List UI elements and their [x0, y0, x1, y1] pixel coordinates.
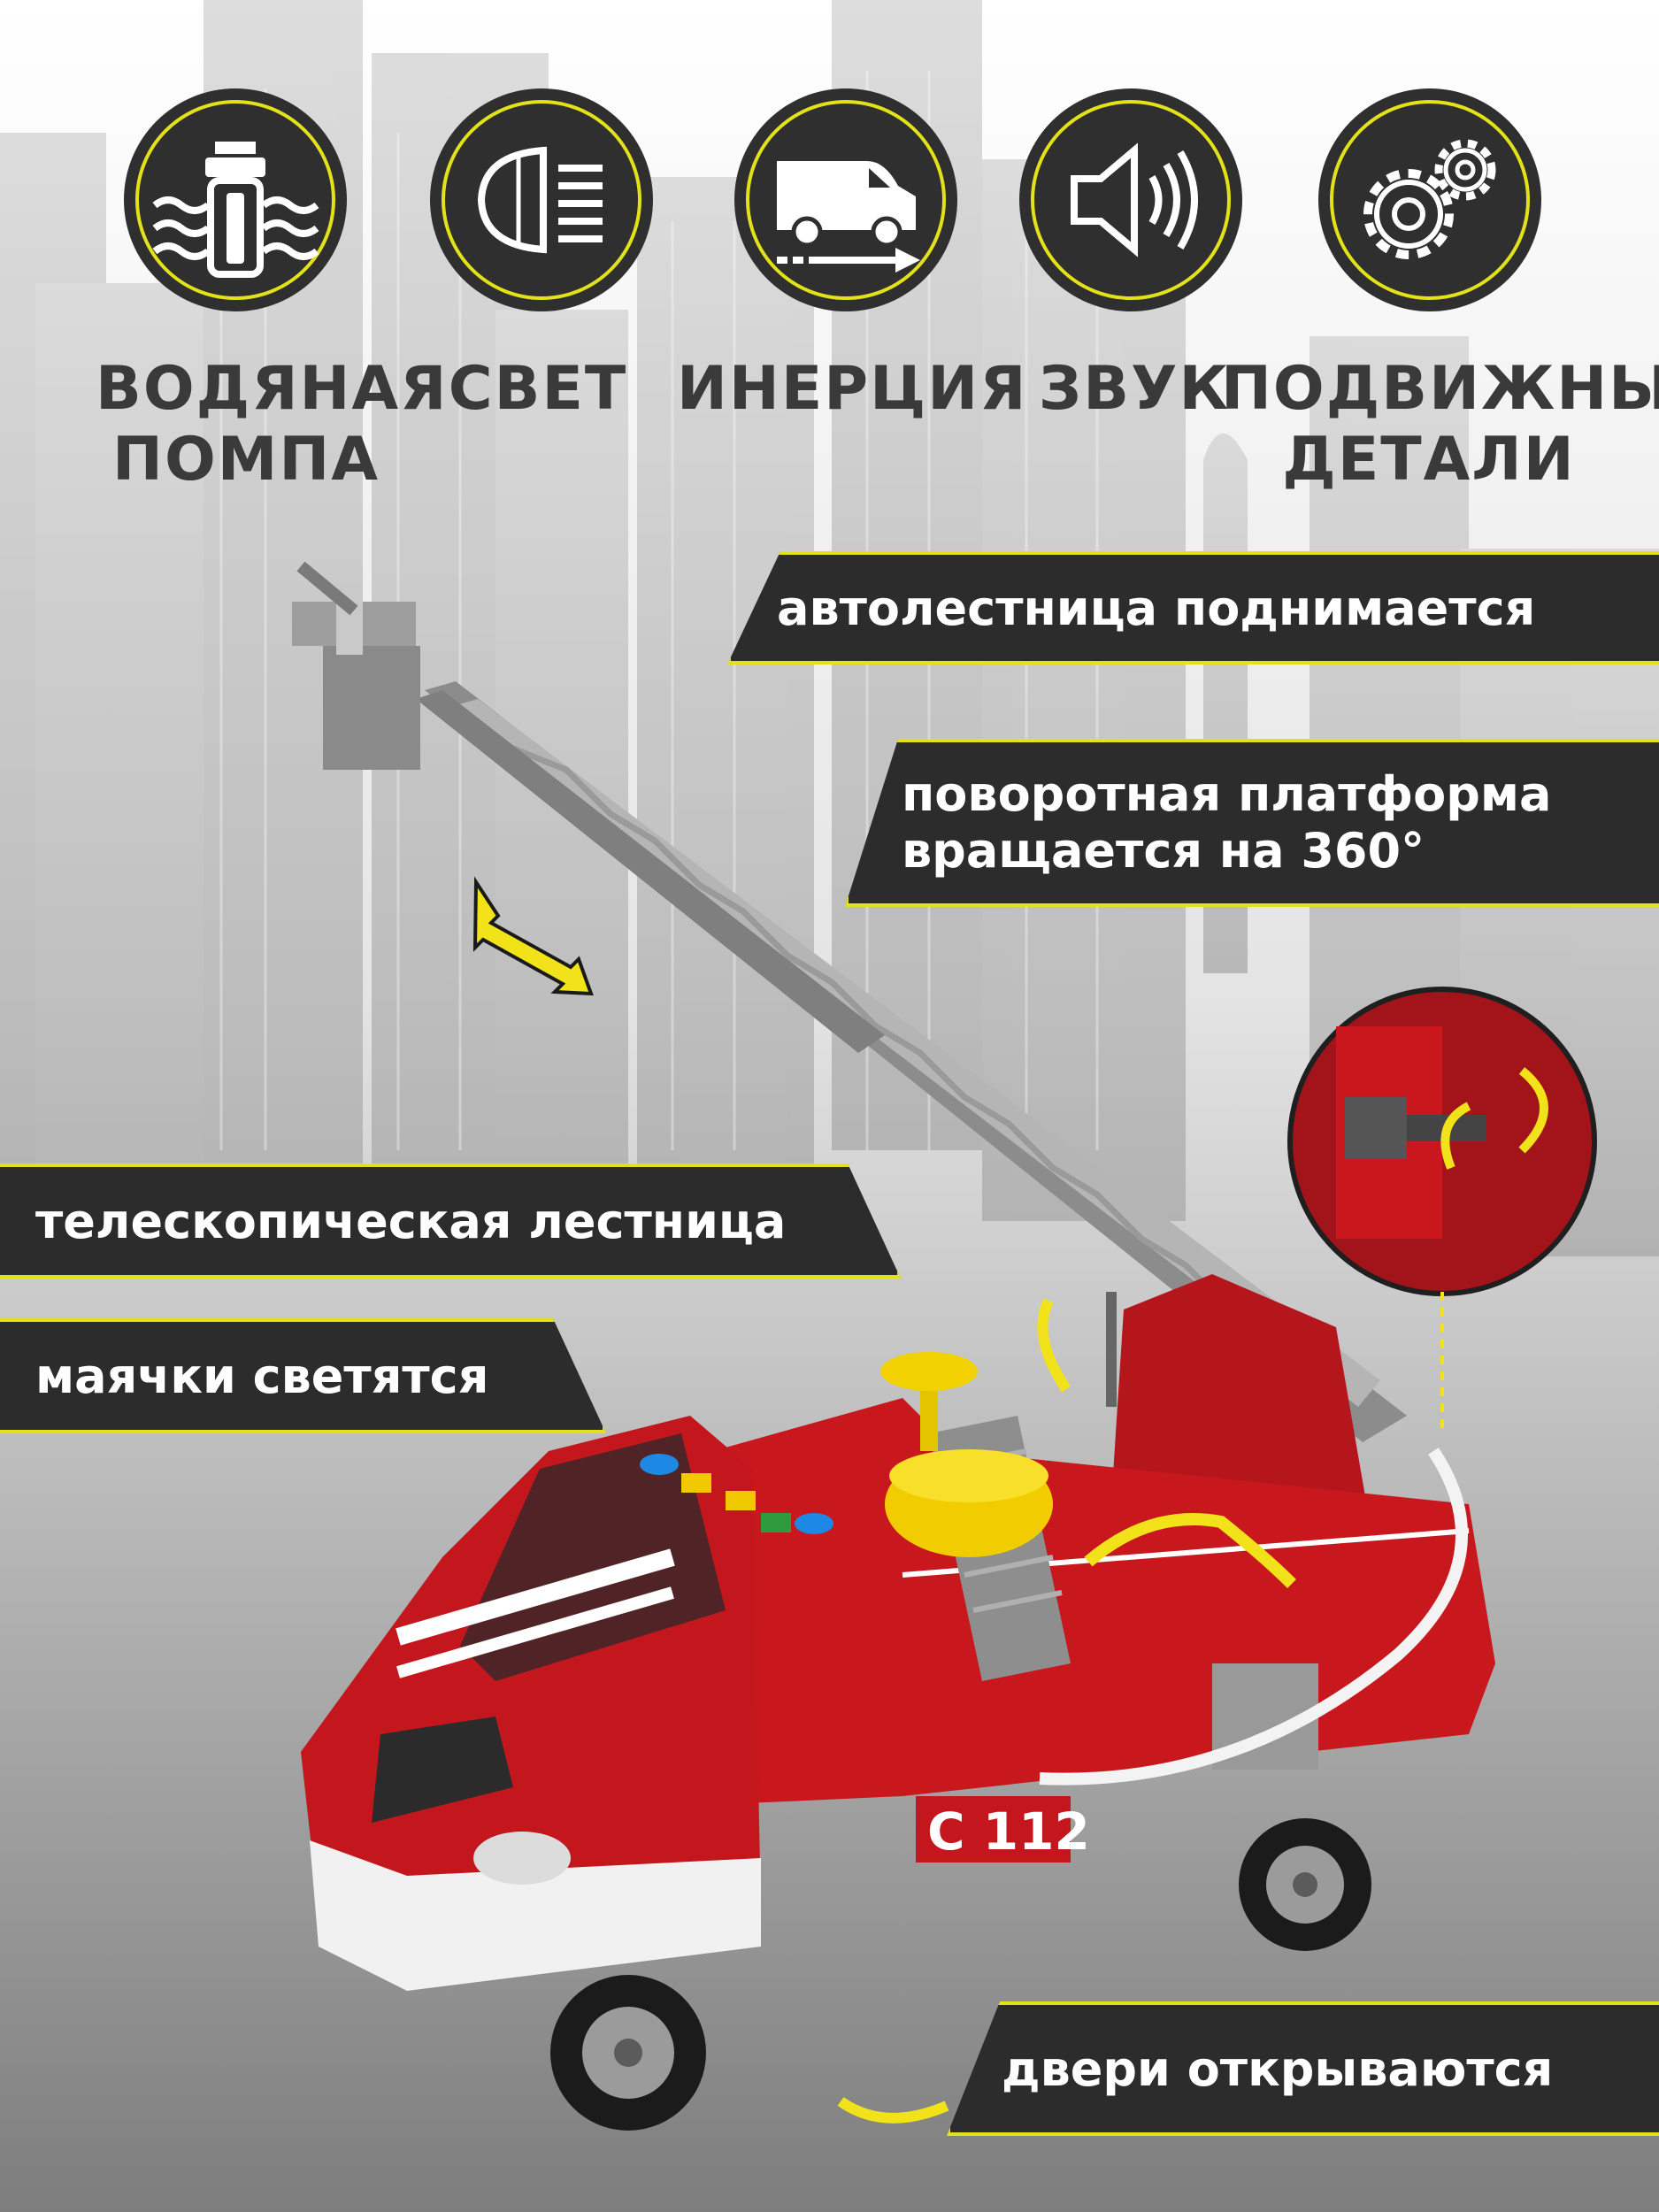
callout-text: двери открываются [1002, 2040, 1554, 2097]
rotation-arrow-icon [1084, 1513, 1296, 1588]
ladder-arrow-icon [1037, 1298, 1071, 1393]
feature-label: ЗВУК [1038, 354, 1231, 424]
ladder-basket [292, 561, 420, 770]
front-wheel [550, 1975, 706, 2131]
rear-wheel [1239, 1818, 1371, 1951]
callout-doors-open: двери открываются [947, 2001, 1659, 2136]
callout-text: телескопическая лестница [35, 1193, 787, 1249]
door-arrow-icon [837, 2097, 949, 2124]
telescopic-ladder [416, 681, 1407, 1442]
beacon-lights [640, 1454, 833, 1534]
callout-rotating-platform: поворотная платформа вращается на 360° [845, 739, 1659, 907]
number-plate-bg [916, 1796, 1071, 1863]
callout-text-line1: поворотная платформа [902, 766, 1552, 822]
callout-text-line2: вращается на 360° [902, 823, 1425, 879]
feature-label: ПОДВИЖНЫЕ ДЕТАЛИ [1221, 354, 1659, 495]
feature-label: СВЕТ [448, 354, 628, 424]
headlight-icon [430, 88, 653, 311]
callout-beacons: маячки светятся [0, 1318, 606, 1433]
callout-text: автолестница поднимается [777, 580, 1536, 636]
water-pump-icon [124, 88, 347, 311]
double-arrow-icon [472, 876, 594, 996]
truck-number: С 112 [927, 1801, 1090, 1862]
callout-ladder-rises: автолестница поднимается [727, 551, 1659, 664]
callout-text: маячки светятся [35, 1348, 489, 1404]
truck-body [301, 1398, 1495, 1991]
van-inertia-icon [734, 88, 957, 311]
gears-icon [1318, 88, 1541, 311]
callout-telescopic-ladder: телескопическая лестница [0, 1164, 901, 1279]
feature-label: ВОДЯНАЯ ПОМПА [96, 354, 449, 495]
water-pump [880, 1352, 1053, 1557]
feature-label: ИНЕРЦИЯ [677, 354, 1028, 424]
speaker-sound-icon [1019, 88, 1242, 311]
detail-inset [1287, 987, 1597, 1433]
